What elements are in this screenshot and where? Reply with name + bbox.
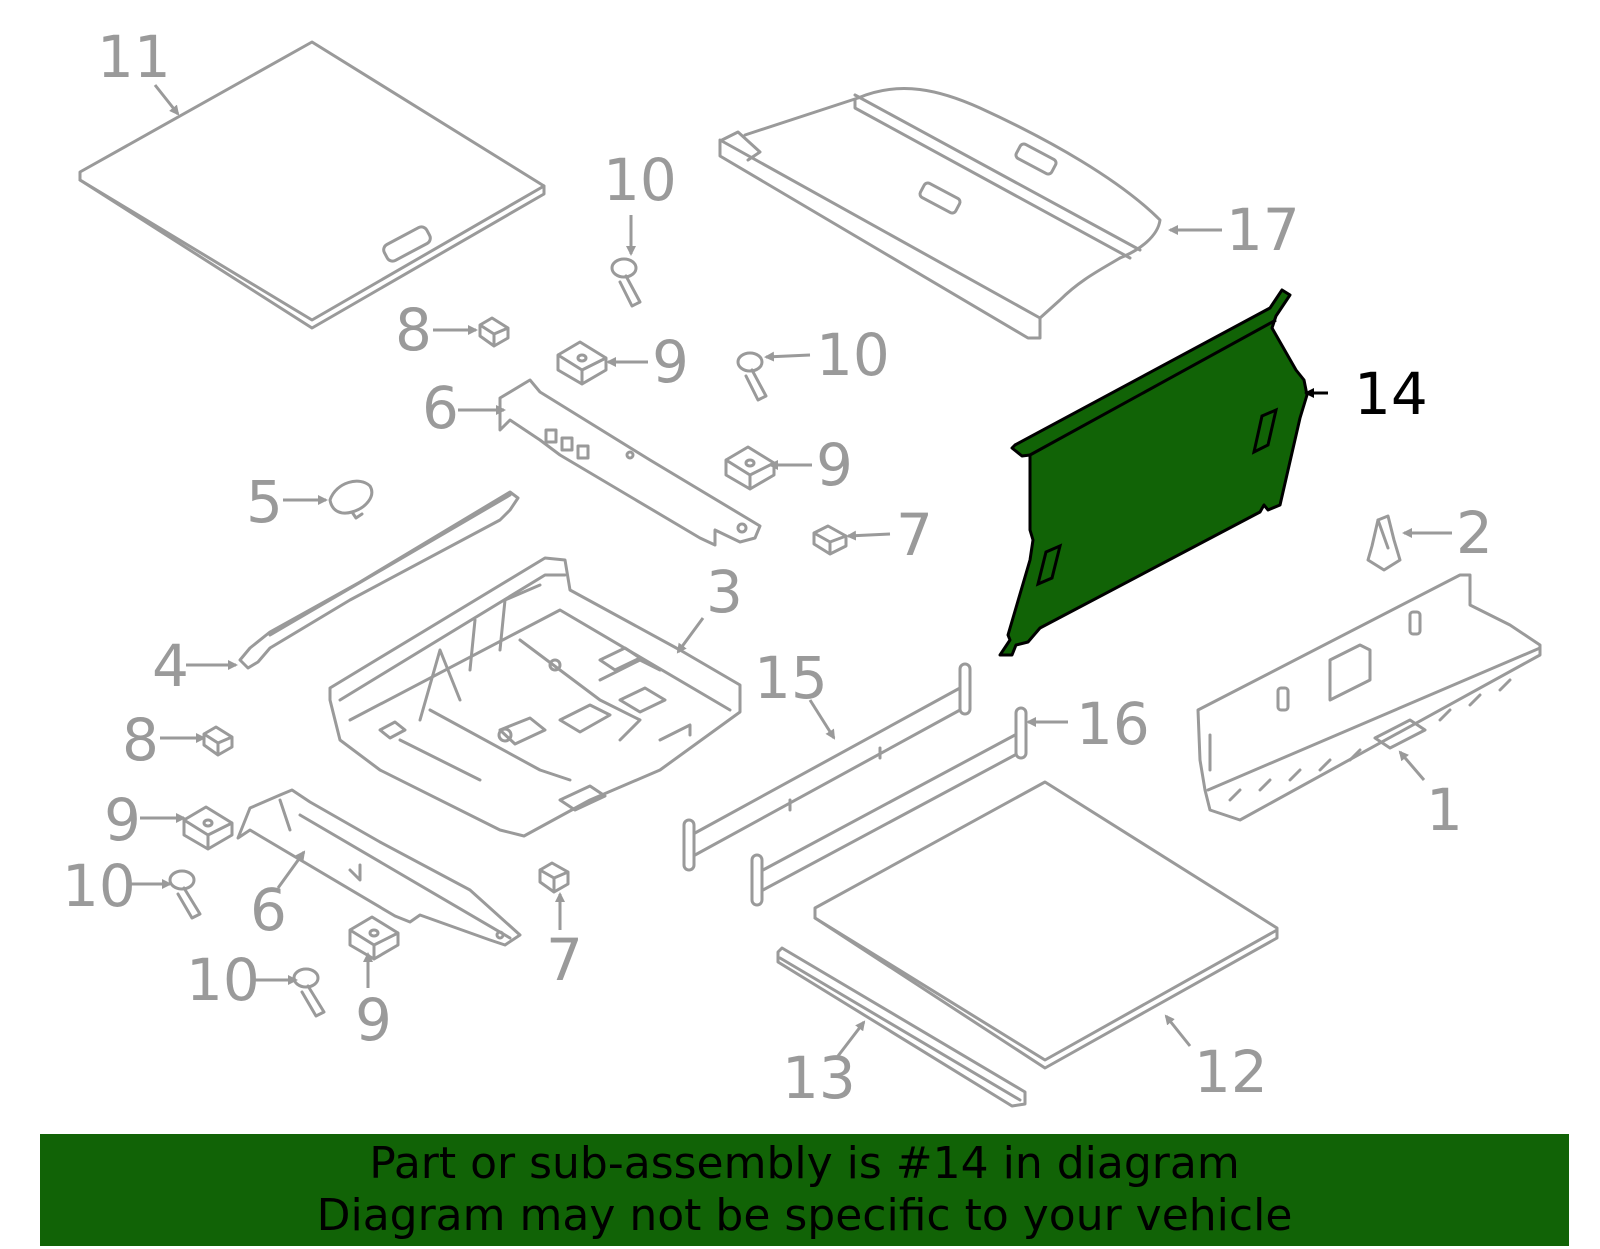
- info-banner: Part or sub-assembly is #14 in diagram D…: [40, 1134, 1569, 1246]
- part-8-clip-b: [202, 725, 234, 757]
- part-5-plug: [328, 479, 374, 520]
- part-8-clip-a: [478, 316, 510, 348]
- part-17-tonneau-cover: [718, 87, 1162, 340]
- callout-15: 15: [754, 644, 828, 712]
- callout-4: 4: [152, 632, 189, 700]
- part-10-bolt-d: [292, 967, 326, 1018]
- part-9-nut-b: [724, 445, 776, 491]
- part-13-strip: [776, 946, 1027, 1108]
- part-2-clip: [1366, 514, 1402, 572]
- callout-5: 5: [246, 468, 283, 536]
- callout-1: 1: [1426, 776, 1463, 844]
- parts-diagram: 11 10 17 8 9 10 14 6 9 5 7 2 3 4 15 16 8…: [62, 23, 1542, 1112]
- banner-line-1: Part or sub-assembly is #14 in diagram: [369, 1138, 1240, 1189]
- callout-10: 10: [62, 852, 136, 920]
- part-9-nut-d: [348, 915, 400, 961]
- part-16-rod: [750, 706, 1028, 907]
- part-6-bracket-lower: [236, 788, 522, 947]
- part-10-bolt-b: [736, 351, 768, 402]
- part-7-clip-b: [538, 861, 570, 894]
- callout-10: 10: [186, 946, 260, 1014]
- callout-13: 13: [782, 1044, 856, 1112]
- part-14-cargo-partition: [998, 288, 1309, 657]
- callout-6: 6: [422, 374, 459, 442]
- callout-6: 6: [250, 876, 287, 944]
- part-1-sill-plate: [1196, 573, 1542, 822]
- callout-10: 10: [816, 321, 890, 389]
- part-9-nut-a: [556, 340, 608, 386]
- callout-3: 3: [706, 558, 743, 626]
- callout-8: 8: [122, 706, 159, 774]
- part-6-bracket-upper: [498, 378, 762, 547]
- part-12-floor-panel: [813, 780, 1279, 1070]
- callout-7: 7: [896, 501, 933, 569]
- callout-17: 17: [1226, 196, 1300, 264]
- callout-8: 8: [395, 296, 432, 364]
- part-15-rod: [682, 662, 972, 872]
- callout-labels: 11 10 17 8 9 10 14 6 9 5 7 2 3 4 15 16 8…: [62, 23, 1493, 1112]
- part-9-nut-c: [182, 805, 234, 851]
- callout-14: 14: [1354, 360, 1428, 428]
- part-3-floor-pan: [328, 556, 742, 838]
- callout-9: 9: [104, 786, 141, 854]
- callout-9: 9: [355, 986, 392, 1054]
- part-10-bolt-c: [168, 869, 202, 920]
- part-4-rail: [238, 490, 520, 670]
- callout-16: 16: [1076, 690, 1150, 758]
- callout-7: 7: [546, 926, 583, 994]
- callout-11: 11: [97, 23, 171, 91]
- callout-2: 2: [1456, 499, 1493, 567]
- banner-line-2: Diagram may not be specific to your vehi…: [316, 1190, 1293, 1241]
- callout-10: 10: [603, 146, 677, 214]
- callout-9: 9: [652, 328, 689, 396]
- callout-9: 9: [816, 431, 853, 499]
- part-7-clip-a: [812, 524, 848, 556]
- part-11-floor-board: [78, 40, 546, 330]
- part-10-bolt-a: [610, 257, 642, 308]
- leader-lines: [128, 84, 1452, 1057]
- callout-12: 12: [1194, 1038, 1268, 1106]
